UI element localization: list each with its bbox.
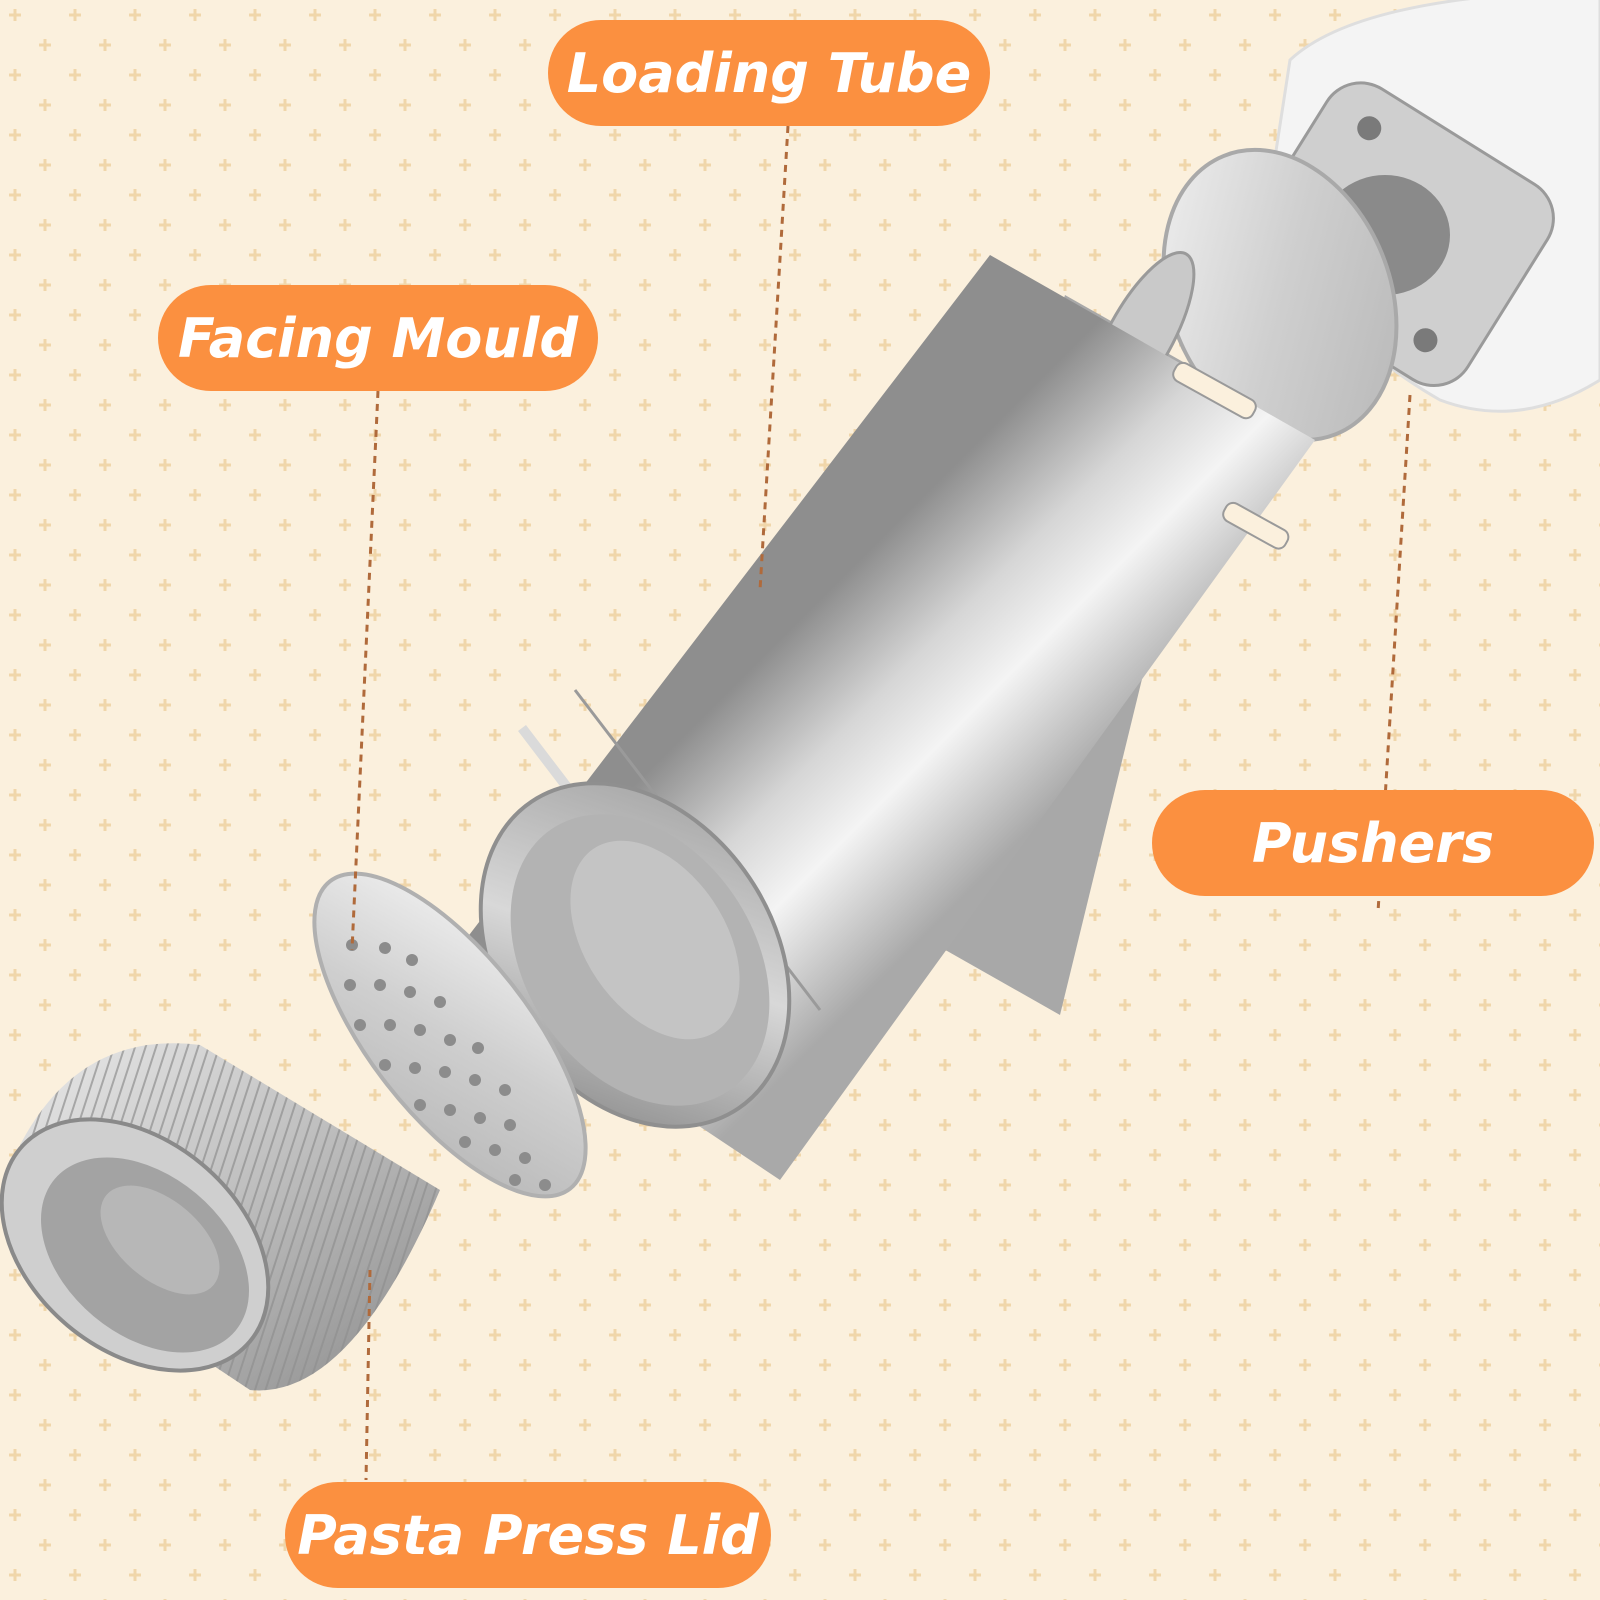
facing-mould-leader-line xyxy=(350,390,380,951)
loading-tube-label: Loading Tube xyxy=(548,20,990,126)
facing-mould-label: Facing Mould xyxy=(158,285,598,391)
pasta-press-lid-illustration xyxy=(0,1043,440,1391)
facing-mould-illustration xyxy=(312,871,588,1199)
pushers-illustration xyxy=(1161,0,1600,443)
pasta-press-lid-leader-line xyxy=(364,1269,372,1481)
pushers-label: Pushers xyxy=(1152,790,1594,896)
pasta-press-lid-label: Pasta Press Lid xyxy=(285,1482,771,1588)
loading-tube-illustration xyxy=(450,250,1315,1180)
